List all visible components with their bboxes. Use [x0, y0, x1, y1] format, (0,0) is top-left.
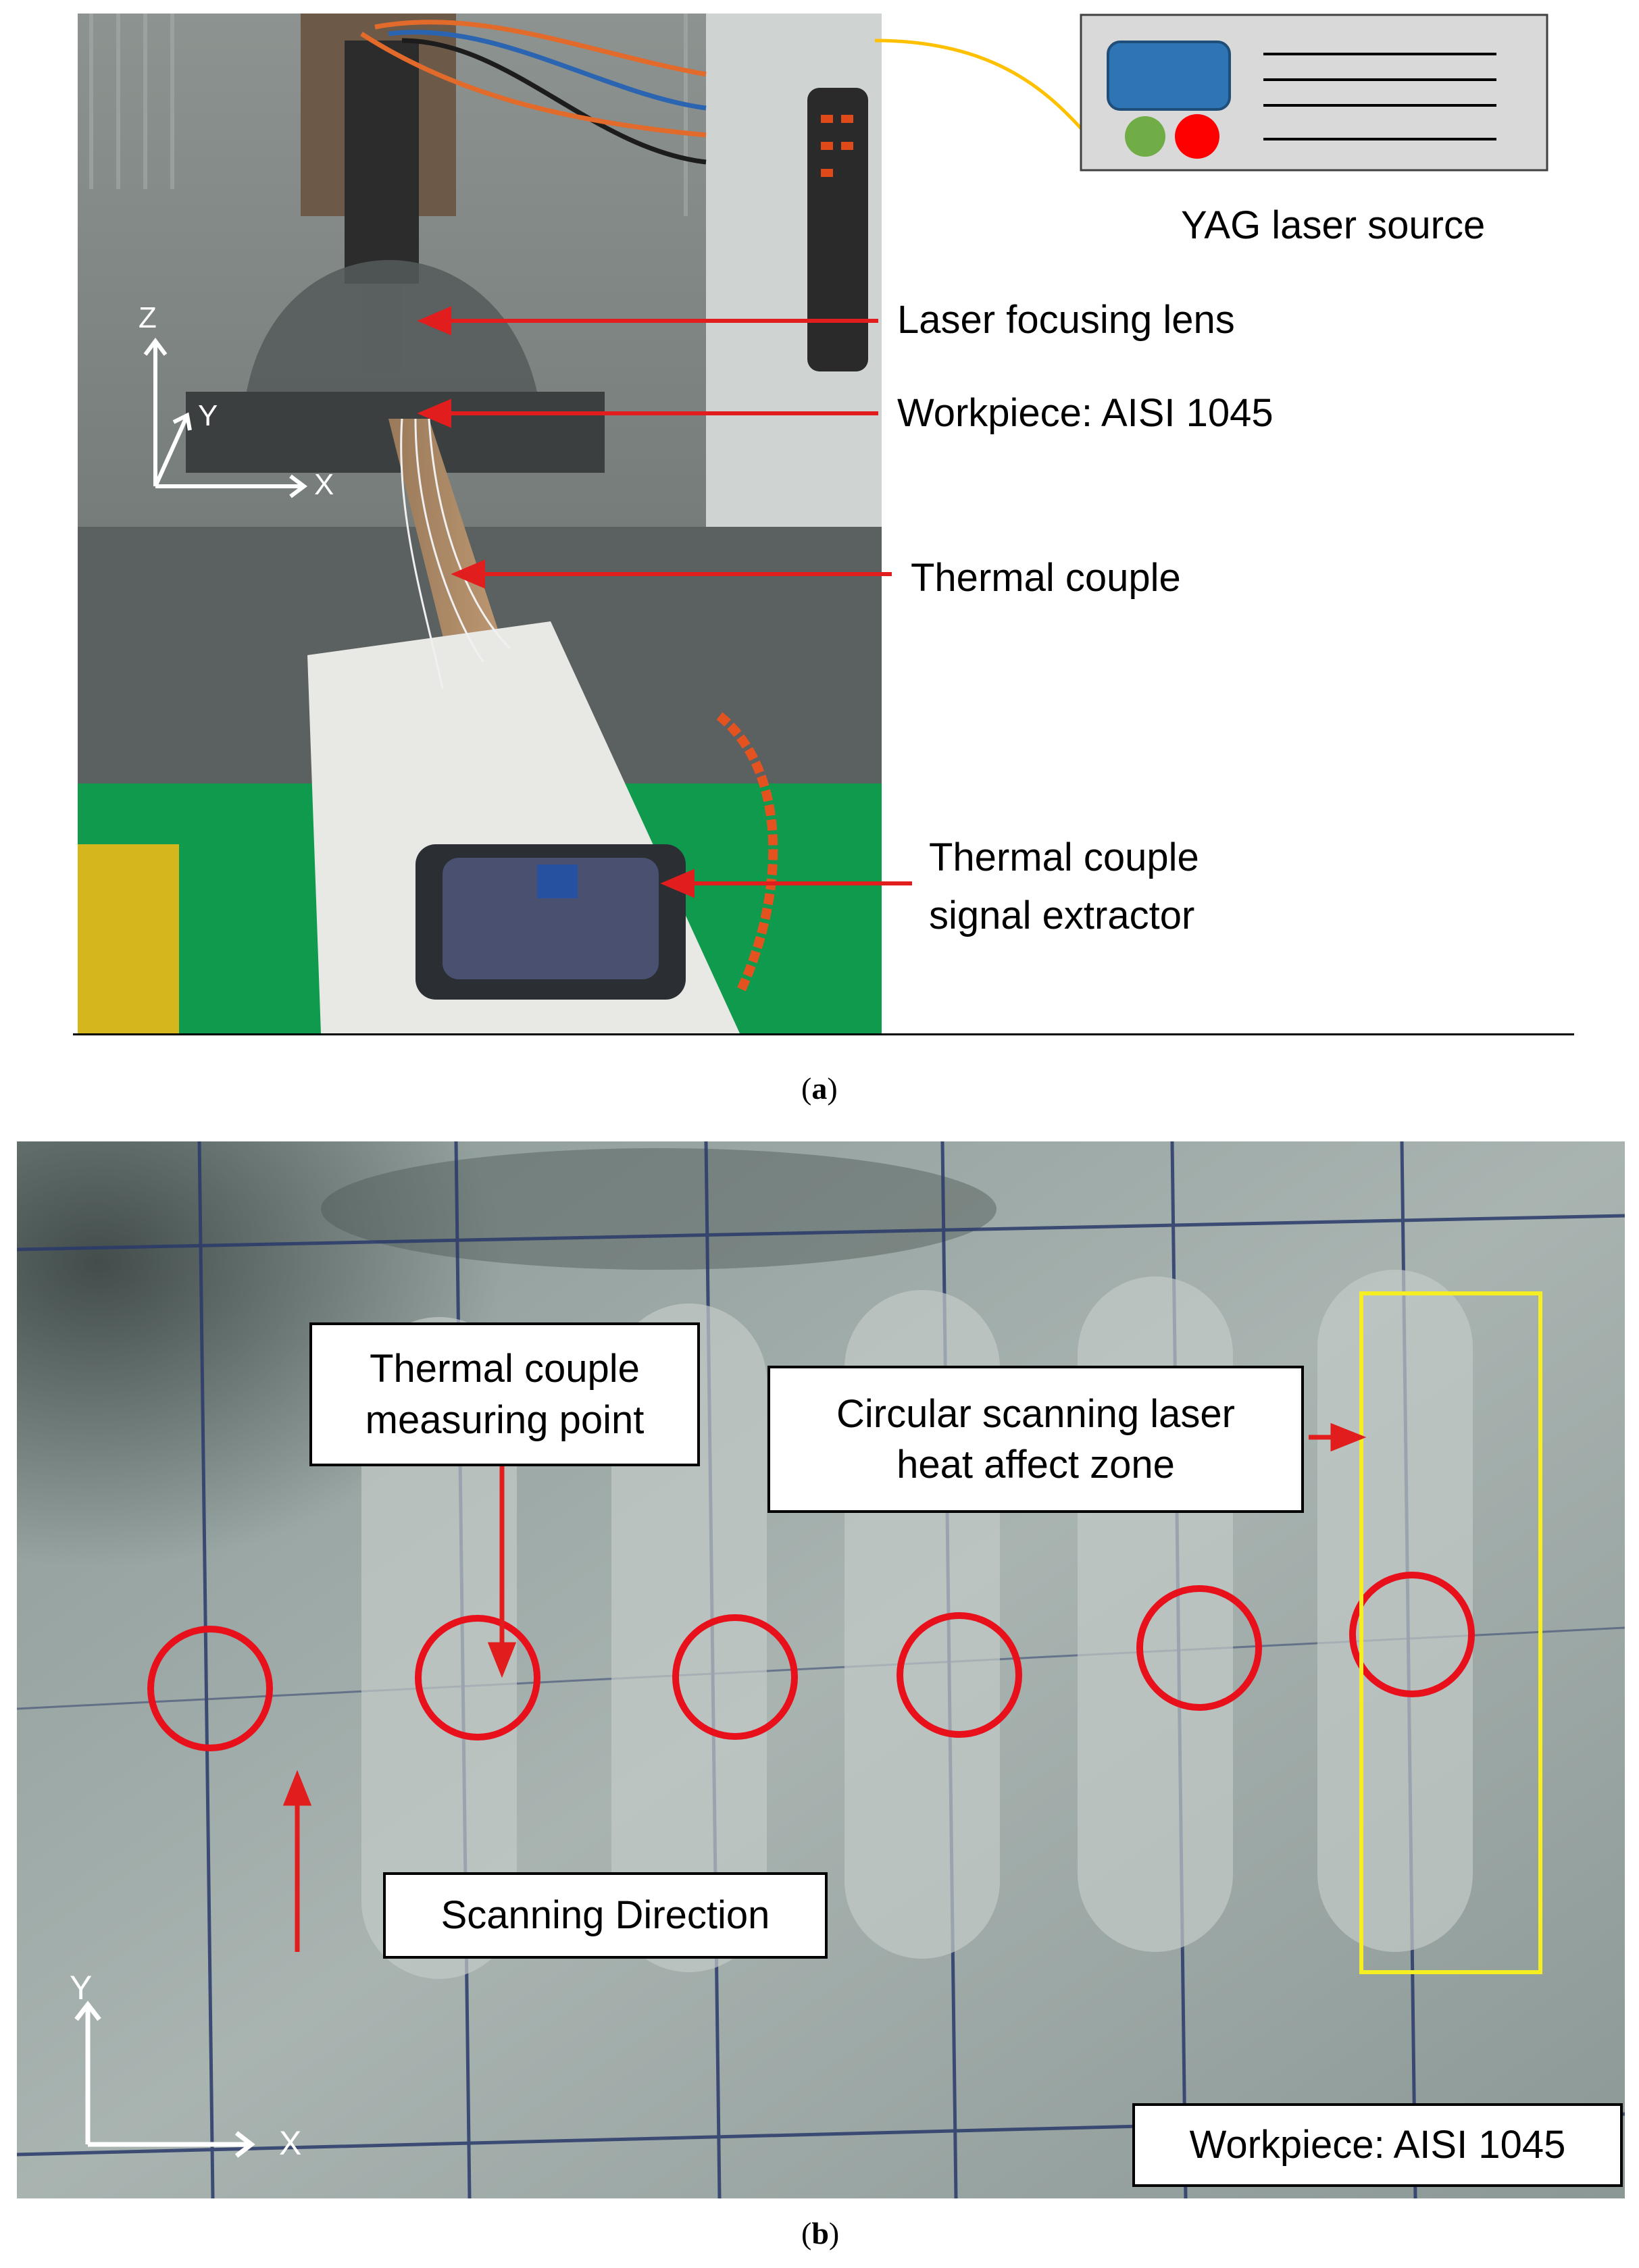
- panel-a: Z Y X YAG laser source Laser focusing le…: [0, 0, 1639, 1121]
- callout-zone-line1: Circular scanning laser: [836, 1391, 1235, 1436]
- measuring-point-circles: [147, 1572, 1475, 1751]
- callout-measuring-line1: Thermal couple: [370, 1347, 640, 1391]
- axis-x-label: X: [314, 468, 334, 501]
- workpiece-photo: Y X: [17, 1141, 1625, 2198]
- annotation-thermal-couple: Thermal couple: [911, 556, 1181, 600]
- green-indicator-icon: [1125, 116, 1165, 157]
- axis-x-label-b: X: [279, 2124, 301, 2162]
- annotation-signal-extractor-line1: Thermal couple: [929, 835, 1199, 879]
- axis-y-label-b: Y: [70, 1969, 92, 2007]
- callout-zone-line2: heat affect zone: [897, 1443, 1175, 1487]
- callout-heat-zone: Circular scanning laser heat affect zone: [767, 1366, 1304, 1513]
- laser-source-schematic: [874, 14, 1548, 172]
- caption-b: (b): [801, 2216, 840, 2250]
- laser-source-label: YAG laser source: [1181, 203, 1486, 247]
- axis-gizmo-b: [74, 2001, 255, 2158]
- annotation-signal-extractor-line2: signal extractor: [929, 894, 1195, 937]
- callout-measuring-point: Thermal couple measuring point: [309, 1322, 700, 1466]
- callout-measuring-line2: measuring point: [365, 1397, 645, 1442]
- axis-y-label: Y: [198, 399, 218, 432]
- laser-display-panel: [1107, 41, 1231, 111]
- setup-photo: Z Y X: [78, 14, 882, 1033]
- callout-scanning-direction: Scanning Direction: [383, 1872, 828, 1959]
- axis-z-label: Z: [138, 301, 157, 334]
- caption-a: (a): [801, 1071, 838, 1106]
- panel-a-arrows: [417, 306, 912, 898]
- axis-gizmo-a: [143, 338, 307, 498]
- panel-b: Y X Thermal couple measuring point Circu…: [0, 1135, 1639, 2268]
- annotation-workpiece: Workpiece: AISI 1045: [897, 391, 1274, 435]
- red-indicator-icon: [1175, 114, 1219, 159]
- panel-a-rule: [73, 1033, 1574, 1035]
- annotation-laser-focusing-lens: Laser focusing lens: [897, 298, 1235, 342]
- workpiece-label: Workpiece: AISI 1045: [1132, 2103, 1623, 2187]
- heat-zone-highlight: [1359, 1291, 1542, 1974]
